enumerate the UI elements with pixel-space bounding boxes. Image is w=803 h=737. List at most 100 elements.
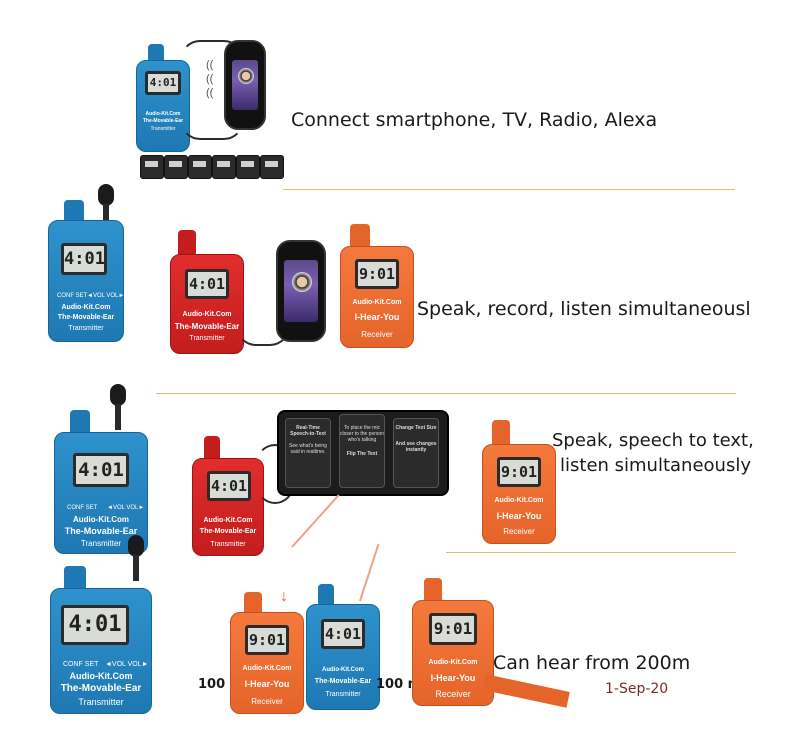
product-label: The-Movable-Ear [199,528,257,535]
antenna [244,592,262,616]
screen-time: 4:01 [78,459,124,481]
screen-time: 4:01 [68,612,122,637]
row2-caption: Speak, record, listen simultaneousl [417,298,751,320]
mini-receiver [188,155,212,179]
brand-label: Audio-Kit.Com [352,299,402,306]
antenna [424,578,442,604]
product-label: The-Movable-Ear [314,678,372,685]
device-screen: 4:01 [321,619,365,649]
product-label: The-Movable-Ear [57,314,115,321]
brand-label: Audio-Kit.Com [428,659,478,666]
transmitter-device: 4:01 Audio-Kit.Com The-Movable-Ear Trans… [136,60,190,152]
row1-image: 4:01 Audio-Kit.Com The-Movable-Ear Trans… [136,40,286,188]
device-screen: 4:01 [185,269,229,299]
app-panel-body: And see changes instantly [395,441,437,453]
product-label: The-Movable-Ear [142,118,184,124]
antenna [204,436,220,462]
screen-time: 4:01 [188,275,226,293]
antenna [178,230,196,258]
screen-time: 9:01 [500,463,538,481]
screen-time: 4:01 [210,477,248,495]
tablet-app: Real-Time Speech-to-Text See what's bein… [277,410,449,496]
brand-label: Audio-Kit.Com [61,304,111,311]
app-panel: Change Text Size And see changes instant… [393,418,439,488]
brand-label: Audio-Kit.Com [242,665,292,672]
device-screen: 4:01 [61,243,107,275]
date-label: 1-Sep-20 [605,681,669,697]
mini-receiver [212,155,236,179]
device-screen: 9:01 [429,613,477,645]
transmitter-device: 4:01 Audio-Kit.Com The-Movable-Ear Trans… [306,604,380,710]
antenna [70,410,90,436]
product-label: I-Hear-You [354,312,400,322]
app-panel-body: See what's being said in realtime. [289,443,327,455]
transmitter-device: 4:01 CONF SET ◄VOL VOL► Audio-Kit.Com Th… [54,432,148,554]
device-screen: 4:01 [61,605,129,645]
receiver-device: 9:01 Audio-Kit.Com I-Hear-You Receiver [412,600,494,706]
row3-caption-line2: listen simultaneously [560,455,751,476]
vol-label: ◄VOL VOL► [87,293,125,299]
role-label: Receiver [435,689,471,699]
product-label: The-Movable-Ear [174,322,240,331]
role-label: Transmitter [325,691,361,698]
screen-time: 9:01 [433,619,473,638]
receiver-device: 9:01 Audio-Kit.Com I-Hear-You Receiver [230,612,304,714]
signal-line [291,494,340,548]
antenna [64,200,84,224]
role-label: Transmitter [210,541,246,548]
role-label: Receiver [503,527,535,536]
app-panel: To place the mic closer to the person wh… [339,414,385,488]
device-screen: 9:01 [355,259,399,289]
brand-label: Audio-Kit.Com [203,517,253,524]
brand-label: Audio-Kit.Com [69,671,133,681]
brand-label: Audio-Kit.Com [73,515,129,524]
mini-receiver [140,155,164,179]
transmitter-device: 4:01 CONF SET ◄VOL VOL► Audio-Kit.Com Th… [50,588,152,714]
mini-receiver [260,155,284,179]
antenna [148,44,164,64]
app-panel: Real-Time Speech-to-Text See what's bein… [285,418,331,488]
brand-label: Audio-Kit.Com [145,111,181,117]
row1-caption: Connect smartphone, TV, Radio, Alexa [291,109,658,131]
distance-label-right: 100 m [376,677,422,692]
smartphone [224,40,266,130]
device-screen: 4:01 [145,71,181,95]
receiver-device: 9:01 Audio-Kit.Com I-Hear-You Receiver [340,246,414,348]
divider-3 [446,552,736,553]
screen-time: 9:01 [358,265,396,283]
smartphone [276,240,326,342]
device-screen: 4:01 [207,471,251,501]
device-screen: 9:01 [245,625,289,655]
vol-label: ◄VOL VOL► [107,505,145,511]
role-label: Transmitter [150,126,176,132]
receiver-device: 9:01 Audio-Kit.Com I-Hear-You Receiver [482,444,556,544]
antenna [318,584,334,608]
row4-caption: Can hear from 200m [493,652,691,674]
device-screen: 4:01 [73,453,129,487]
distance-bar [482,674,570,708]
signal-line [359,543,380,602]
mini-receiver [236,155,260,179]
row3-caption-line1: Speak, speech to text, [552,430,754,451]
role-label: Transmitter [68,325,104,332]
screen-time: 9:01 [248,631,286,649]
red-transmitter-device: 4:01 Audio-Kit.Com The-Movable-Ear Trans… [170,254,244,354]
divider-1 [283,189,735,190]
brand-label: Audio-Kit.Com [182,311,232,318]
antenna [64,566,86,592]
transmitter-device: 4:01 CONF SET ◄VOL VOL► Audio-Kit.Com Th… [48,220,124,342]
screen-time: 4:01 [149,76,177,89]
brand-label: Audio-Kit.Com [322,667,364,673]
conf-label: CONF SET [63,661,99,668]
app-panel-title: Real-Time Speech-to-Text [290,425,326,437]
signal-icon: (( (( (( [206,59,214,99]
app-panel-title: Change Text Size [395,425,437,431]
app-panel-title: To place the mic closer to the person wh… [340,425,384,443]
brand-label: Audio-Kit.Com [494,497,544,504]
role-label: Receiver [251,697,283,706]
app-panel-body: Flip The Text [346,451,378,457]
divider-2 [156,393,736,394]
product-label: I-Hear-You [430,673,476,683]
device-screen: 9:01 [497,457,541,487]
mini-receiver [164,155,188,179]
